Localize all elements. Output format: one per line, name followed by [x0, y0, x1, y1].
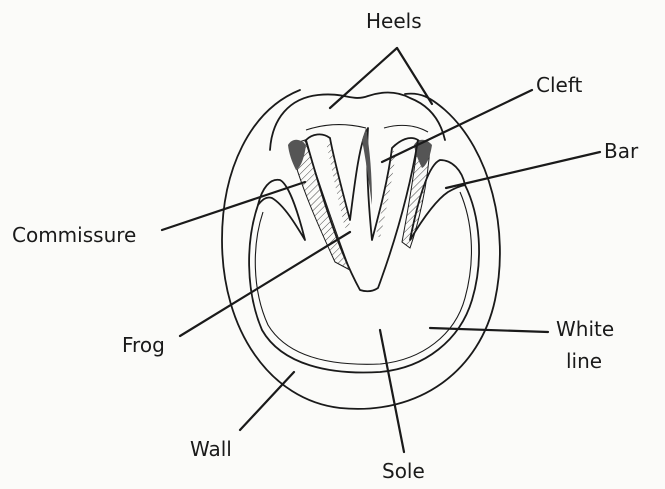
commissure-leader: [162, 182, 305, 230]
label-cleft: Cleft: [536, 73, 583, 97]
heel-inner-left: [306, 125, 366, 131]
label-sole: Sole: [382, 459, 425, 483]
bar-leader: [446, 152, 600, 188]
central-cleft: [362, 128, 372, 205]
label-wall: Wall: [190, 437, 232, 461]
label-heels: Heels: [366, 9, 422, 33]
right-frog-hatch: [376, 150, 396, 238]
label-bar: Bar: [604, 139, 639, 163]
label-frog: Frog: [122, 333, 165, 357]
sole-leader: [380, 330, 404, 452]
label-white-line-1: White: [556, 317, 614, 341]
heel-inner-right: [384, 125, 428, 132]
cleft-leader: [382, 90, 532, 162]
heels-leader-left: [330, 48, 397, 108]
white-line-outer: [249, 185, 479, 373]
label-commissure: Commissure: [12, 223, 136, 247]
hoof-wall-outer: [222, 90, 500, 409]
frog-leader: [180, 232, 350, 336]
label-white-line-2: line: [566, 349, 602, 373]
wall-leader: [240, 372, 294, 430]
white-line-inner: [255, 192, 471, 364]
